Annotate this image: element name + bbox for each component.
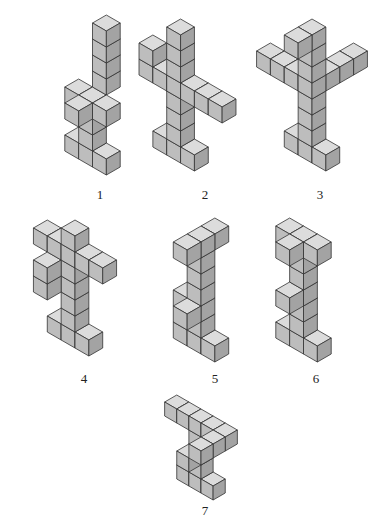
cube-face xyxy=(173,242,187,266)
cube-face xyxy=(89,332,103,356)
cube-face xyxy=(61,228,75,252)
cube-face xyxy=(173,306,187,330)
cube-face xyxy=(89,260,103,284)
cube-face xyxy=(304,242,318,266)
cube-face xyxy=(317,338,331,362)
cube-face xyxy=(47,236,61,260)
cube-face xyxy=(93,23,107,47)
cube-face xyxy=(312,147,326,171)
cube-face xyxy=(290,242,304,266)
cube-face xyxy=(194,91,208,115)
cube-face xyxy=(189,444,201,465)
figure-number: 1 xyxy=(97,188,104,201)
cube-structure xyxy=(276,218,331,362)
cube-face xyxy=(201,444,213,465)
cube-face xyxy=(187,306,201,330)
cube-face xyxy=(181,83,195,107)
cube-face xyxy=(93,103,107,127)
cube-face xyxy=(304,338,318,362)
cube-face xyxy=(213,437,225,458)
cube-face xyxy=(65,135,79,159)
cube-face xyxy=(75,252,89,276)
cube-face xyxy=(187,242,201,266)
cube-face xyxy=(222,99,236,123)
cube-face xyxy=(284,131,298,155)
cube-face xyxy=(75,332,89,356)
cube-face xyxy=(208,99,222,123)
cube-face xyxy=(106,103,120,127)
cube-face xyxy=(189,416,201,437)
cube-structure xyxy=(257,19,368,171)
cube-face xyxy=(33,228,47,252)
figure-number: 6 xyxy=(313,372,320,385)
cube-face xyxy=(326,67,340,91)
cube-face xyxy=(201,338,215,362)
figure-number: 5 xyxy=(212,372,219,385)
cube-face xyxy=(167,27,181,51)
cube-face xyxy=(257,51,271,75)
cube-face xyxy=(139,43,153,67)
cube-face xyxy=(177,451,189,472)
cube-face xyxy=(215,226,229,250)
cube-face xyxy=(79,103,93,127)
cube-structure xyxy=(65,15,120,175)
cube-face xyxy=(276,242,290,266)
cube-face xyxy=(354,51,368,75)
figure-number: 3 xyxy=(317,188,324,201)
cube-face xyxy=(47,260,61,284)
cube-face xyxy=(284,67,298,91)
cube-structure xyxy=(173,218,228,362)
cube-face xyxy=(33,260,47,284)
cube-face xyxy=(326,147,340,171)
cube-face xyxy=(93,151,107,175)
figure-number: 4 xyxy=(81,372,88,385)
cube-face xyxy=(312,27,326,51)
cube-face xyxy=(65,103,79,127)
cube-face xyxy=(215,338,229,362)
figure-number: 2 xyxy=(202,188,209,201)
cube-face xyxy=(165,402,177,423)
cube-face xyxy=(194,147,208,171)
cube-face xyxy=(103,260,117,284)
cube-face xyxy=(284,35,298,59)
figure-number: 7 xyxy=(202,504,209,517)
cube-face xyxy=(225,430,237,451)
cube-structure xyxy=(139,19,236,171)
cube-face xyxy=(340,59,354,83)
cube-face xyxy=(298,35,312,59)
cube-face xyxy=(276,290,290,314)
cube-face xyxy=(290,290,304,314)
cube-structure xyxy=(165,395,238,500)
cube-face xyxy=(276,322,290,346)
cube-face xyxy=(47,316,61,340)
cube-face xyxy=(106,23,120,47)
cube-face xyxy=(177,409,189,430)
cube-face xyxy=(201,479,213,500)
cube-structure xyxy=(33,220,116,356)
cube-face xyxy=(213,479,225,500)
cube-face xyxy=(75,228,89,252)
cube-face xyxy=(317,242,331,266)
cube-face xyxy=(270,59,284,83)
cube-face xyxy=(153,43,167,67)
cube-face xyxy=(181,27,195,51)
cube-face xyxy=(153,67,167,91)
cube-face xyxy=(201,234,215,258)
cube-face xyxy=(153,131,167,155)
cube-face xyxy=(106,151,120,175)
cube-face xyxy=(181,147,195,171)
